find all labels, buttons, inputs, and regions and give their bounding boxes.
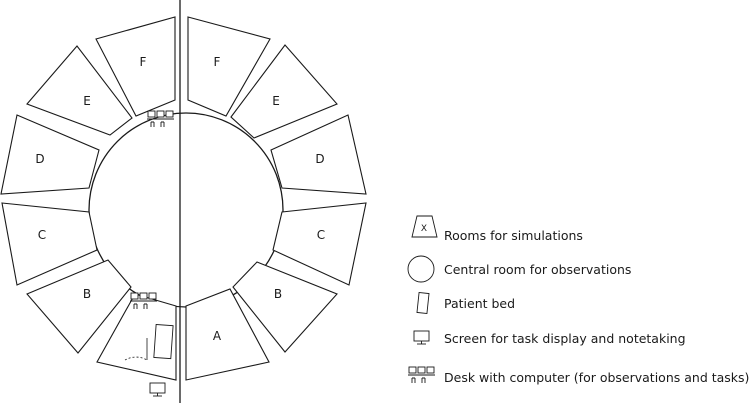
legend-label: Screen for task display and notetaking xyxy=(444,331,686,346)
room-label: C xyxy=(317,228,325,242)
room-right-b: B xyxy=(232,261,338,353)
room-label: B xyxy=(274,287,282,301)
legend-label: Central room for observations xyxy=(444,262,631,277)
monitor-icon xyxy=(149,382,166,397)
room-left-e: E xyxy=(26,45,133,136)
room-marker: X xyxy=(421,224,427,234)
legend-item-desk: Desk with computer (for observations and… xyxy=(408,366,749,385)
desk-computer-icon xyxy=(147,110,174,127)
monitor-icon xyxy=(413,330,430,345)
room-label: E xyxy=(272,94,280,108)
room-right-c: C xyxy=(272,202,367,286)
legend-item-rooms: X Rooms for simulations xyxy=(411,215,583,243)
room-label: E xyxy=(83,94,91,108)
room-label: B xyxy=(83,287,91,301)
legend: X Rooms for simulations Central room for… xyxy=(407,215,749,385)
room-left-b: B xyxy=(26,259,132,354)
room-left-a xyxy=(96,293,177,381)
legend-label: Rooms for simulations xyxy=(444,228,583,243)
room-right-f: F xyxy=(187,16,271,117)
room-trapezoid-icon xyxy=(411,215,438,238)
desk-computer-icon xyxy=(408,366,435,383)
legend-item-patient-bed: Patient bed xyxy=(416,292,515,314)
patient-bed-icon xyxy=(153,324,174,360)
patient-bed-icon xyxy=(416,292,430,314)
room-left-f: F xyxy=(95,16,176,117)
legend-label: Patient bed xyxy=(444,296,515,311)
room-label: C xyxy=(38,228,46,242)
room-label: D xyxy=(315,152,324,166)
room-right-e: E xyxy=(230,44,338,139)
legend-item-screen: Screen for task display and notetaking xyxy=(413,330,686,346)
room-left-c: C xyxy=(1,202,98,286)
room-label: F xyxy=(140,55,147,69)
room-right-a: A xyxy=(185,288,270,381)
room-label: F xyxy=(214,55,221,69)
legend-label: Desk with computer (for observations and… xyxy=(444,370,749,385)
door-swing xyxy=(124,338,148,361)
desk-computer-icon xyxy=(130,292,157,309)
room-right-d: D xyxy=(270,114,367,195)
room-label: D xyxy=(35,152,44,166)
circle-icon xyxy=(407,255,435,283)
room-label: A xyxy=(213,329,222,343)
room-left-d: D xyxy=(0,114,100,195)
legend-item-central-room: Central room for observations xyxy=(407,255,631,283)
